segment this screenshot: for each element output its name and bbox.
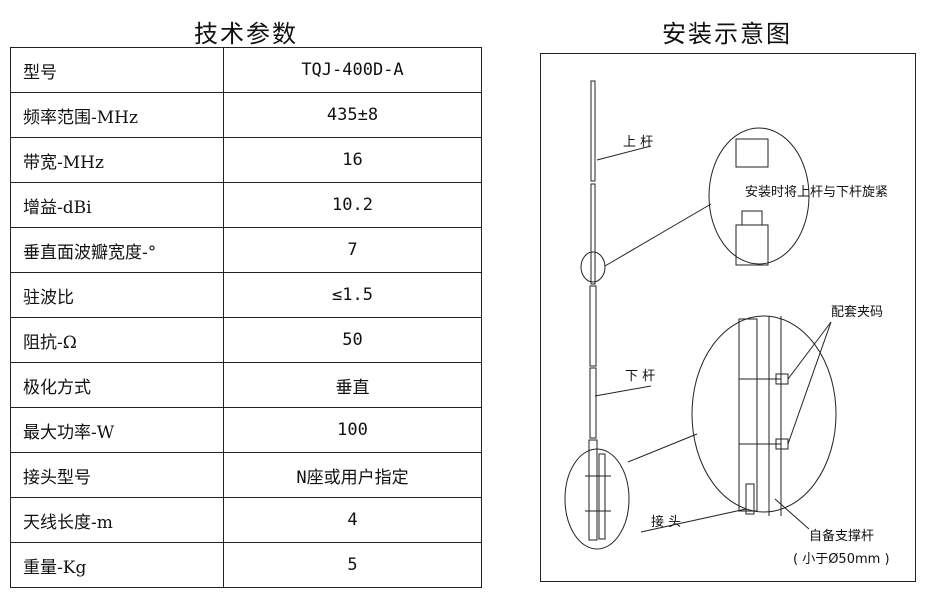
spec-label: 重量-Kg [10, 542, 224, 588]
joint-detail-circle [708, 127, 810, 265]
drawing-title: 安装示意图 [662, 20, 792, 48]
label-support-pole-size: ( 小于Ø50mm ) [793, 552, 890, 567]
label-clamps: 配套夹码 [831, 304, 883, 320]
lower-rod-end [735, 224, 769, 266]
spec-label: 驻波比 [10, 272, 224, 318]
spec-label: 天线长度-m [10, 497, 224, 543]
antenna-base-detail [738, 318, 758, 512]
spec-label: 阻抗-Ω [10, 317, 224, 363]
leader-lower-rod [594, 385, 652, 397]
lower-rod [589, 367, 597, 439]
installation-diagram: 上 杆 安装时将上杆与下杆旋紧 配套夹码 下 杆 接 头 自备支撑杆 ( 小于Ø… [540, 53, 916, 582]
leader-upper-rod [596, 145, 652, 161]
upper-rod [590, 183, 596, 285]
mount-detail-circle [691, 315, 837, 513]
leader-base [627, 433, 698, 463]
rod-joint [589, 285, 597, 367]
label-support-pole: 自备支撑杆 [809, 528, 874, 544]
spec-label: 增益-dBi [10, 182, 224, 228]
spec-title: 技术参数 [194, 20, 298, 48]
label-lower-rod: 下 杆 [625, 369, 655, 384]
table-row: 垂直面波瓣宽度-°7 [10, 227, 482, 273]
spec-label: 频率范围-MHz [10, 92, 224, 138]
spec-value: 垂直 [223, 362, 482, 408]
spec-label: 接头型号 [10, 452, 224, 498]
spec-label: 最大功率-W [10, 407, 224, 453]
lower-rod-base [588, 439, 598, 541]
leader-support-pole [774, 498, 810, 530]
spec-value: N座或用户指定 [223, 452, 482, 498]
spec-value: ≤1.5 [223, 272, 482, 318]
leader-clamp-top [787, 321, 832, 380]
threaded-stud [741, 210, 763, 226]
label-upper-rod: 上 杆 [623, 135, 653, 150]
spec-value: 10.2 [223, 182, 482, 228]
table-row: 驻波比≤1.5 [10, 272, 482, 318]
spec-value: 16 [223, 137, 482, 183]
upper-rod-end [735, 138, 769, 168]
spec-value: 5 [223, 542, 482, 588]
spec-label: 极化方式 [10, 362, 224, 408]
spec-value: TQJ-400D-A [223, 47, 482, 93]
connector-detail [745, 483, 755, 515]
upper-rod-tip [590, 80, 596, 182]
spec-value: 4 [223, 497, 482, 543]
spec-value: 100 [223, 407, 482, 453]
spec-value: 435±8 [223, 92, 482, 138]
leader-joint [604, 203, 712, 267]
joint-circle [580, 251, 606, 283]
base-detail-circle [564, 448, 630, 550]
spec-value: 7 [223, 227, 482, 273]
table-row: 极化方式垂直 [10, 362, 482, 408]
small-support-pole [598, 453, 606, 540]
label-connector: 接 头 [651, 514, 681, 530]
leader-clamp-bottom [787, 321, 832, 445]
spec-label: 垂直面波瓣宽度-° [10, 227, 224, 273]
spec-label: 型号 [10, 47, 224, 93]
label-tighten-note: 安装时将上杆与下杆旋紧 [745, 185, 888, 200]
leader-connector [640, 508, 747, 533]
spec-label: 带宽-MHz [10, 137, 224, 183]
spec-value: 50 [223, 317, 482, 363]
